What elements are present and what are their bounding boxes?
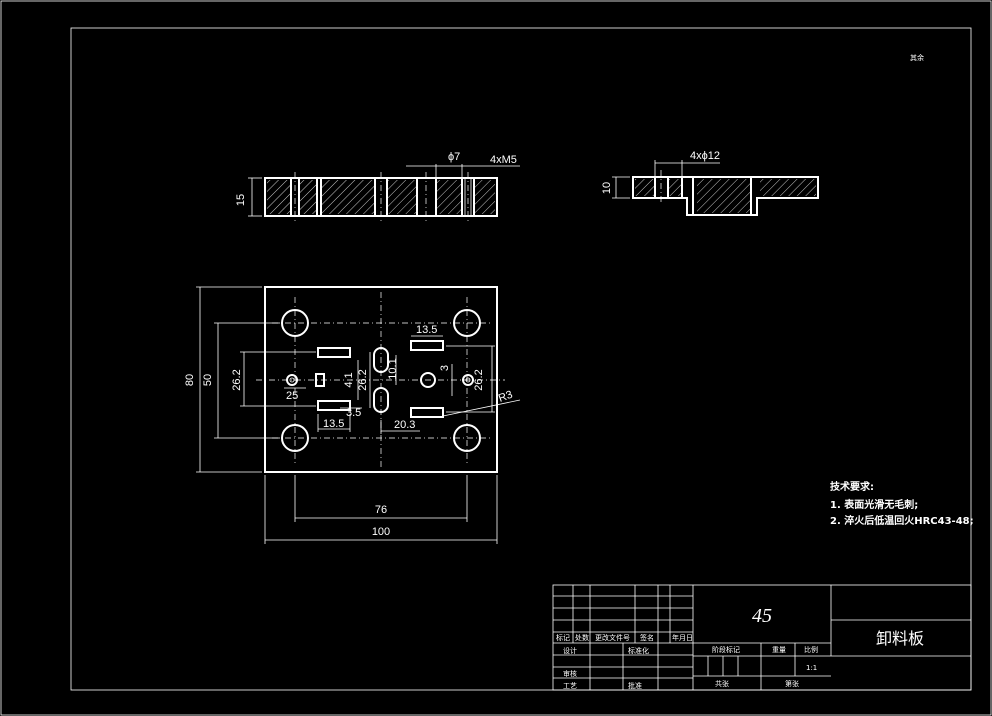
label-scale: 比例 — [804, 645, 818, 654]
label-weight: 重量 — [772, 646, 786, 654]
dim-thread: 4xM5 — [490, 154, 517, 166]
label-change-no: 更改文件号 — [595, 633, 630, 642]
hatch-area — [697, 179, 751, 213]
dim-small-gap: 3 — [439, 365, 451, 371]
dim-hole-span-v: 50 — [202, 374, 214, 386]
dim-pocket-depth: 10.1 — [387, 358, 399, 379]
label-design: 设计 — [563, 646, 577, 655]
part-name: 卸料板 — [876, 629, 924, 648]
label-mark: 标记 — [556, 633, 570, 642]
label-sheet-total: 共张 — [715, 679, 729, 688]
dim-hole-dia: ϕ7 — [448, 151, 460, 163]
technical-notes: 技术要求: 1. 表面光滑无毛刺; 2. 淬火后低温回火HRC43-48; — [830, 480, 974, 527]
dim-pocket-inner: 26.2 — [357, 369, 369, 390]
hatch-area — [387, 180, 417, 214]
hatch-area — [474, 180, 495, 214]
slot — [410, 340, 444, 351]
dim-center-gap: 25 — [286, 390, 298, 402]
plate-outline — [264, 286, 498, 473]
slot — [317, 400, 351, 411]
hatch-area — [760, 179, 816, 196]
notes-heading: 技术要求: — [830, 480, 874, 493]
front-section-view: 15 ϕ7 4xM5 — [235, 151, 520, 222]
dim-counterbore: 4xϕ12 — [690, 150, 720, 162]
dim-side-thickness: 10 — [601, 182, 613, 194]
slot — [317, 347, 351, 358]
dim-offset: 3.5 — [346, 407, 361, 419]
hatch-area — [267, 180, 291, 214]
label-check: 审核 — [563, 669, 577, 678]
label-standard: 标准化 — [628, 646, 649, 655]
dim-pocket-h: 4.1 — [343, 372, 355, 387]
hatch-area — [635, 179, 655, 196]
dim-thickness: 15 — [235, 194, 247, 206]
hatch-area — [668, 179, 682, 196]
label-approve: 批准 — [628, 681, 642, 690]
label-stage-mark: 阶段标记 — [712, 645, 740, 654]
dim-radius: R3 — [497, 389, 514, 405]
label-signature: 签名 — [640, 633, 654, 642]
label-count: 处数 — [575, 633, 589, 642]
dim-overall-height: 80 — [184, 374, 196, 386]
label-date: 年月日 — [672, 633, 693, 642]
corner-mark: 其余 — [910, 53, 924, 62]
label-process: 工艺 — [563, 682, 577, 690]
hatch-area — [299, 180, 317, 214]
label-sheet-no: 第张 — [785, 679, 799, 688]
hatch-area — [436, 180, 462, 214]
inner-frame — [70, 27, 972, 691]
slot — [410, 407, 444, 418]
dim-hole-span-h: 76 — [375, 504, 387, 516]
dim-slot-width-top: 13.5 — [416, 324, 437, 336]
title-block: 标记 处数 更改文件号 签名 年月日 设计 标准化 审核 工艺 批准 阶段标记 … — [552, 584, 972, 691]
note-item: 2. 淬火后低温回火HRC43-48; — [830, 514, 974, 527]
hatch-area — [321, 180, 375, 214]
note-item: 1. 表面光滑无毛刺; — [830, 498, 918, 511]
dim-slot-width-bottom: 13.5 — [323, 418, 344, 430]
side-section-view: 10 4xϕ12 — [601, 150, 819, 216]
plan-view: 80 50 26.2 26.2 3 13.5 4.1 26.2 10.1 25 … — [184, 286, 521, 544]
material-value: 45 — [752, 605, 772, 627]
dim-slot-span-right: 26.2 — [473, 369, 485, 390]
dim-slot-span-left: 26.2 — [231, 369, 243, 390]
dim-overall-width: 100 — [372, 526, 390, 538]
dim-slot-offset: 20.3 — [394, 419, 415, 431]
scale-value: 1:1 — [806, 664, 817, 672]
